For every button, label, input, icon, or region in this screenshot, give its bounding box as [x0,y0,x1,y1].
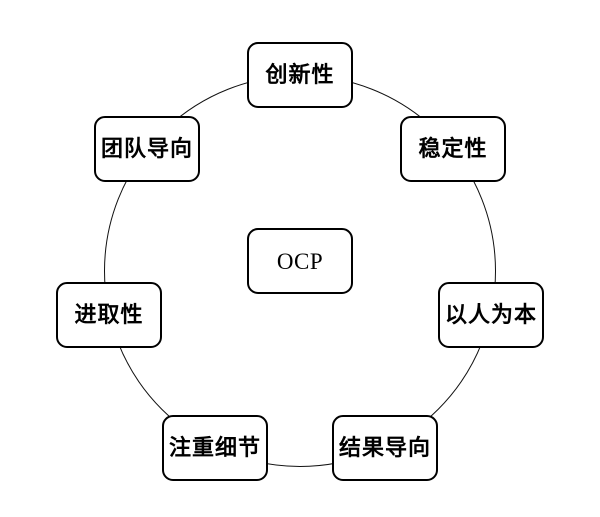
node-team-oriented: 团队导向 [94,116,200,182]
node-enterprising: 进取性 [56,282,162,348]
node-detail-oriented: 注重细节 [162,415,268,481]
node-people-oriented: 以人为本 [438,282,544,348]
node-people-oriented-label: 以人为本 [444,302,537,327]
node-stability-label: 稳定性 [418,136,488,161]
node-result-oriented-label: 结果导向 [338,435,431,460]
node-center-ocp: OCP [247,228,353,294]
node-result-oriented: 结果导向 [332,415,438,481]
node-stability: 稳定性 [400,116,506,182]
node-enterprising-label: 进取性 [74,302,144,327]
node-detail-oriented-label: 注重细节 [168,435,261,460]
node-innovation-label: 创新性 [265,62,335,87]
node-center-ocp-label: OCP [276,248,324,274]
node-team-oriented-label: 团队导向 [100,136,193,161]
node-innovation: 创新性 [247,42,353,108]
